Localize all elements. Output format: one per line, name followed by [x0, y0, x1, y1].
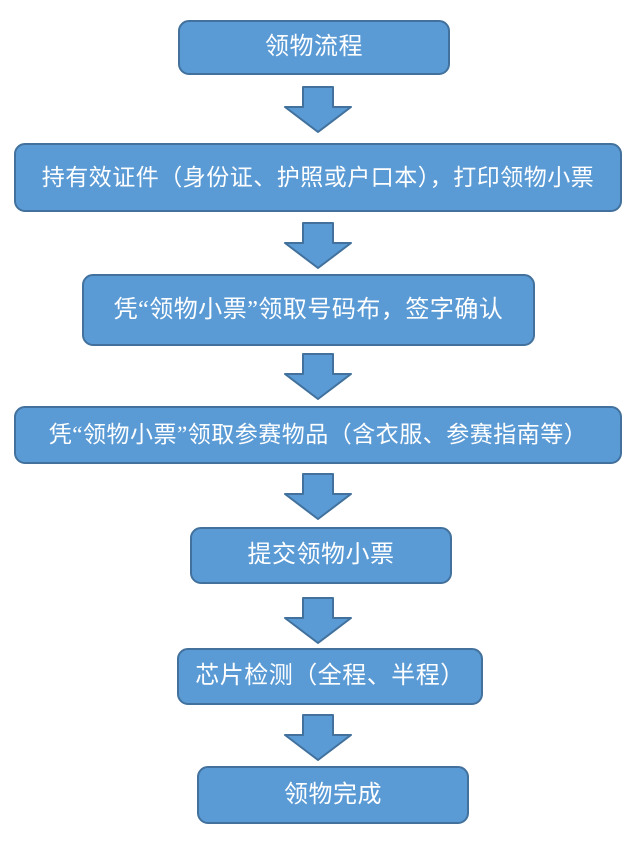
down-arrow-icon: [284, 597, 352, 644]
flow-step-collect-items-label: 凭“领物小票”领取参赛物品（含衣服、参赛指南等）: [48, 422, 588, 448]
flow-step-start: 领物流程: [178, 20, 450, 75]
flow-step-print-receipt-label: 持有效证件（身份证、护照或户口本），打印领物小票: [41, 164, 595, 190]
flow-step-chip-test-label: 芯片检测（全程、半程）: [195, 663, 465, 690]
down-arrow-icon: [284, 86, 352, 133]
down-arrow-icon: [284, 473, 352, 520]
flow-step-collect-bib-label: 凭“领物小票”领取号码布，签字确认: [113, 296, 504, 323]
down-arrow-icon: [284, 353, 352, 400]
down-arrow-icon: [284, 714, 352, 761]
flow-step-complete-label: 领物完成: [284, 781, 382, 808]
flow-step-collect-bib: 凭“领物小票”领取号码布，签字确认: [82, 274, 535, 346]
flow-step-submit-receipt-label: 提交领物小票: [247, 542, 395, 569]
flow-step-submit-receipt: 提交领物小票: [190, 527, 452, 584]
flow-step-start-label: 领物流程: [265, 34, 363, 61]
down-arrow-icon: [284, 222, 352, 269]
flow-step-print-receipt: 持有效证件（身份证、护照或户口本），打印领物小票: [14, 143, 622, 212]
flow-step-complete: 领物完成: [197, 766, 469, 824]
flow-step-collect-items: 凭“领物小票”领取参赛物品（含衣服、参赛指南等）: [14, 406, 622, 464]
flow-step-chip-test: 芯片检测（全程、半程）: [177, 648, 483, 705]
